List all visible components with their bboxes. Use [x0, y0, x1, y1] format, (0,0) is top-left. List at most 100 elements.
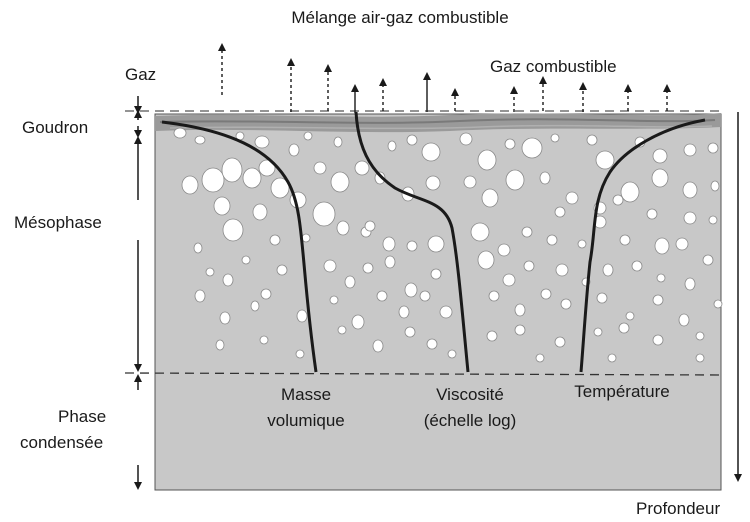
bubble: [205, 267, 215, 277]
bubble: [652, 294, 664, 306]
bubble: [497, 243, 511, 257]
bubble: [586, 134, 598, 146]
bubble: [404, 282, 418, 298]
bubble: [459, 132, 473, 146]
bubble: [201, 167, 225, 193]
bubble: [241, 255, 251, 265]
label-profondeur: Profondeur: [636, 499, 720, 518]
bubble: [546, 234, 558, 246]
bubble: [486, 330, 498, 342]
bubble: [295, 349, 305, 359]
density-curve: [161, 120, 318, 373]
bubble: [593, 327, 603, 337]
bubble: [656, 273, 666, 283]
bubble: [695, 331, 705, 341]
bubble: [323, 259, 337, 273]
bubble: [336, 220, 350, 236]
viscosity-curve: [354, 111, 470, 373]
bubble: [313, 161, 327, 175]
label-masse-line2: volumique: [267, 411, 345, 430]
bubble: [560, 298, 572, 310]
bubble: [351, 314, 365, 330]
bubble: [652, 148, 668, 164]
bubble: [439, 305, 453, 319]
bubble: [535, 353, 545, 363]
bubble: [193, 242, 203, 254]
bubble: [521, 137, 543, 159]
bubble: [683, 143, 697, 157]
bubble: [421, 142, 441, 162]
bubble: [219, 311, 231, 325]
bubble: [619, 234, 631, 246]
bubble: [337, 325, 347, 335]
bubble: [618, 322, 630, 334]
bubble: [288, 143, 300, 157]
bubble: [181, 175, 199, 195]
bubble: [625, 311, 635, 321]
bubble: [554, 206, 566, 218]
label-gaz: Gaz: [125, 65, 156, 84]
bubble: [250, 300, 260, 312]
bubble: [477, 149, 497, 171]
label-viscosite-line1: Viscosité: [436, 385, 504, 404]
bubble: [596, 292, 608, 304]
bubble: [404, 326, 416, 338]
bubble: [215, 339, 225, 351]
diagram-title: Mélange air-gaz combustible: [291, 8, 508, 27]
bubble: [504, 138, 516, 150]
bubble: [550, 133, 560, 143]
bubble: [221, 157, 243, 183]
bubble: [333, 136, 343, 148]
bubbles-group: [173, 127, 723, 363]
bubble: [675, 237, 689, 251]
bubble: [222, 218, 244, 242]
label-mesophase: Mésophase: [14, 213, 102, 232]
bubble: [678, 313, 690, 327]
label-temperature: Température: [574, 382, 669, 401]
temperature-curve: [579, 118, 706, 373]
bubble: [514, 303, 526, 317]
bubble: [362, 262, 374, 274]
bubble: [387, 140, 397, 152]
bubble: [303, 131, 313, 141]
bubble: [398, 305, 410, 319]
bubble: [654, 237, 670, 255]
bubble: [384, 255, 396, 269]
bubble: [505, 169, 525, 191]
bubble: [565, 191, 579, 205]
bubble: [695, 353, 705, 363]
bubble: [554, 336, 566, 348]
bubble: [259, 335, 269, 345]
bubble: [406, 240, 418, 252]
bubble: [707, 142, 719, 154]
bubble: [577, 239, 587, 249]
bubble: [612, 194, 624, 206]
bubble: [470, 222, 490, 242]
label-phase-line2: condensée: [20, 433, 103, 452]
bubble: [276, 264, 288, 276]
bubble: [382, 236, 396, 252]
bubble: [523, 260, 535, 272]
bubble: [252, 203, 268, 221]
bubble: [270, 177, 290, 199]
bubble: [646, 208, 658, 220]
bubble: [419, 290, 431, 302]
label-phase-line1: Phase: [58, 407, 106, 426]
bubble: [372, 339, 384, 353]
bubble: [514, 324, 526, 336]
bubble: [269, 234, 281, 246]
bubble: [710, 180, 720, 192]
bubble: [254, 135, 270, 149]
bubble: [213, 196, 231, 216]
bubble: [602, 263, 614, 277]
bubble: [521, 226, 533, 238]
bubble: [463, 175, 477, 189]
bubble: [555, 263, 569, 277]
bubble: [682, 181, 698, 199]
bubble: [242, 167, 262, 189]
bubble: [406, 134, 418, 146]
bubble: [683, 211, 697, 225]
bubble: [631, 260, 643, 272]
bubble: [194, 135, 206, 145]
bubble: [344, 275, 356, 289]
